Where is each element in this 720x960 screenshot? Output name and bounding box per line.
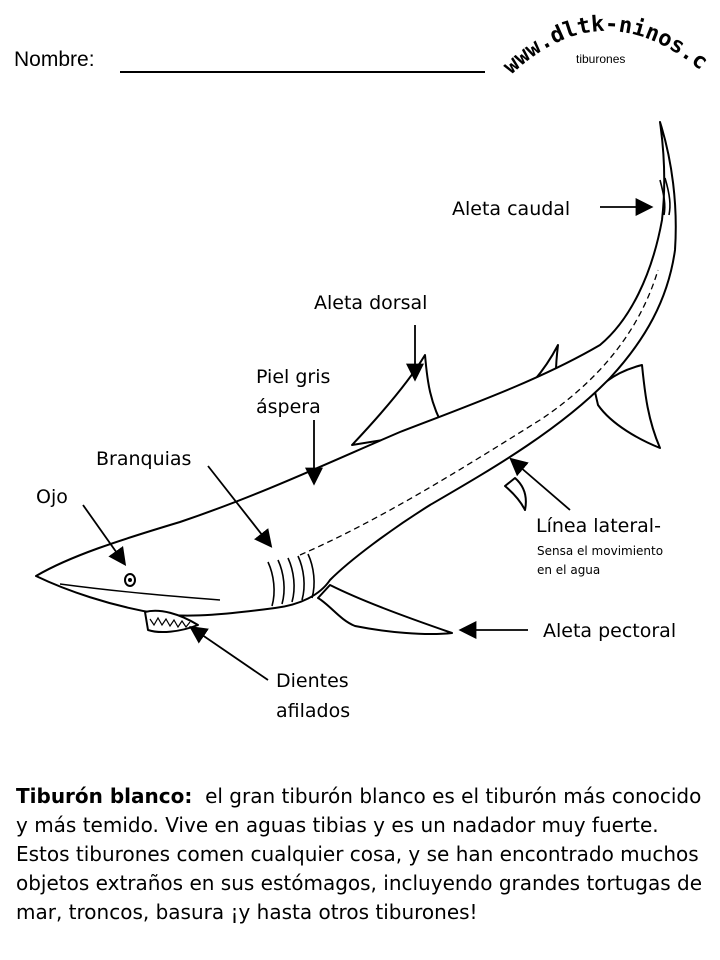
- label-skin-1: Piel gris: [256, 366, 331, 388]
- label-lateral-line: Línea lateral-: [536, 515, 661, 537]
- arrow-lateral: [509, 457, 571, 511]
- name-line: [120, 71, 485, 73]
- shark-pectoral-fin: [317, 584, 453, 635]
- label-teeth-2: afilados: [276, 700, 351, 722]
- shark-pelvic-fin: [504, 477, 527, 511]
- label-gills: Branquias: [96, 448, 192, 470]
- label-eye: Ojo: [36, 486, 68, 508]
- topic-label: tiburones: [576, 52, 626, 66]
- shark-anal-fin: [594, 364, 661, 449]
- site-logo: www.dltk-ninos.com: [490, 0, 712, 79]
- arrow-teeth: [189, 625, 269, 681]
- label-teeth-1: Dientes: [276, 670, 349, 692]
- description-title: Tiburón blanco:: [16, 784, 193, 808]
- label-dorsal-fin: Aleta dorsal: [314, 292, 428, 314]
- label-skin-2: áspera: [256, 396, 321, 418]
- arrow-eye: [82, 504, 127, 566]
- arrow-gills: [207, 465, 273, 548]
- shark-mouth: [144, 609, 199, 634]
- shark-lateral-line: [299, 269, 659, 556]
- label-lateral-desc-2: en el agua: [537, 563, 601, 577]
- description-text: el gran tiburón blanco es el tiburón más…: [16, 784, 703, 924]
- label-pectoral-fin: Aleta pectoral: [543, 620, 677, 642]
- shark-body: [35, 121, 677, 617]
- name-label: Nombre:: [14, 48, 95, 71]
- label-tail-fin: Aleta caudal: [452, 198, 571, 220]
- label-lateral-desc-1: Sensa el movimiento: [537, 544, 664, 558]
- shark-gills: [267, 553, 315, 607]
- shark-teeth: [149, 616, 191, 629]
- description: Tiburón blanco: el gran tiburón blanco e…: [16, 782, 712, 927]
